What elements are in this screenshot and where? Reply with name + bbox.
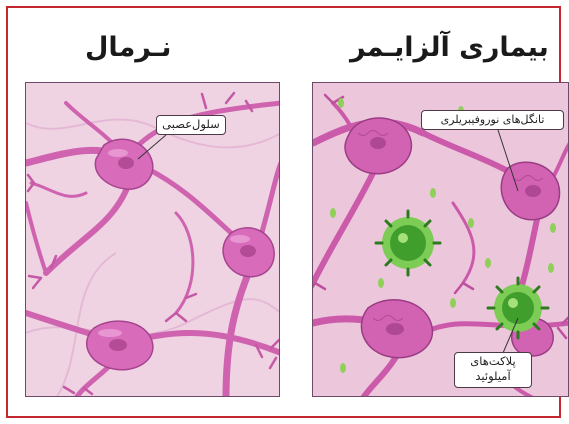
alzheimers-title: بیماری آلزایـمر: [350, 32, 549, 63]
neurofibrillary-tangles-label: تانگل‌های نوروفیبریلری: [421, 110, 564, 130]
amyloid-plaque-2: [488, 278, 548, 338]
normal-brain-panel: سلول‌عصبی: [25, 82, 280, 397]
nerve-cell-label: سلول‌عصبی: [156, 115, 226, 135]
amyloid-plaque-1: [376, 211, 440, 275]
frame-bottom-line: [6, 416, 561, 418]
amyloid-plaques-label: پلاکت‌های آمیلوئید: [454, 352, 532, 388]
normal-title: نـرمال: [85, 32, 171, 63]
alzheimers-neurons-illustration: [313, 83, 569, 397]
alzheimers-brain-panel: تانگل‌های نوروفیبریلری پلاکت‌های آمیلوئی…: [312, 82, 569, 397]
normal-neurons-illustration: [26, 83, 280, 397]
